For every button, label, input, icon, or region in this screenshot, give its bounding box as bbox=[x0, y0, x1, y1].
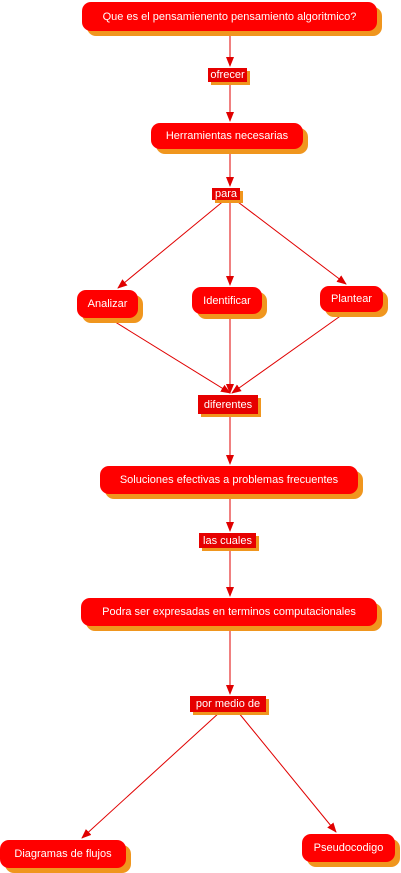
link-label-por-medio-de: por medio de bbox=[190, 696, 266, 712]
node-pseudocodigo[interactable]: Pseudocodigo bbox=[302, 834, 395, 862]
node-identificar[interactable]: Identificar bbox=[192, 287, 262, 314]
node-expresadas[interactable]: Podra ser expresadas en terminos computa… bbox=[81, 598, 377, 626]
edge-analizar-to-diferentes bbox=[111, 319, 231, 394]
edge-pormediode-to-diagramas bbox=[81, 711, 221, 839]
node-diagramas[interactable]: Diagramas de flujos bbox=[0, 840, 126, 868]
edge-plantear-to-diferentes bbox=[231, 311, 347, 394]
link-label-las-cuales: las cuales bbox=[199, 533, 256, 548]
edge-pormediode-to-pseudocodigo bbox=[237, 711, 337, 833]
edge-para-to-plantear bbox=[233, 198, 347, 285]
node-plantear[interactable]: Plantear bbox=[320, 286, 383, 312]
link-label-diferentes: diferentes bbox=[198, 395, 258, 414]
node-question[interactable]: Que es el pensamienento pensamiento algo… bbox=[82, 2, 377, 31]
link-label-ofrecer: ofrecer bbox=[208, 68, 247, 82]
node-herramientas[interactable]: Herramientas necesarias bbox=[151, 123, 303, 149]
node-analizar[interactable]: Analizar bbox=[77, 290, 138, 318]
node-soluciones[interactable]: Soluciones efectivas a problemas frecuen… bbox=[100, 466, 358, 494]
link-label-para: para bbox=[212, 188, 240, 200]
edge-para-to-analizar bbox=[117, 198, 227, 289]
